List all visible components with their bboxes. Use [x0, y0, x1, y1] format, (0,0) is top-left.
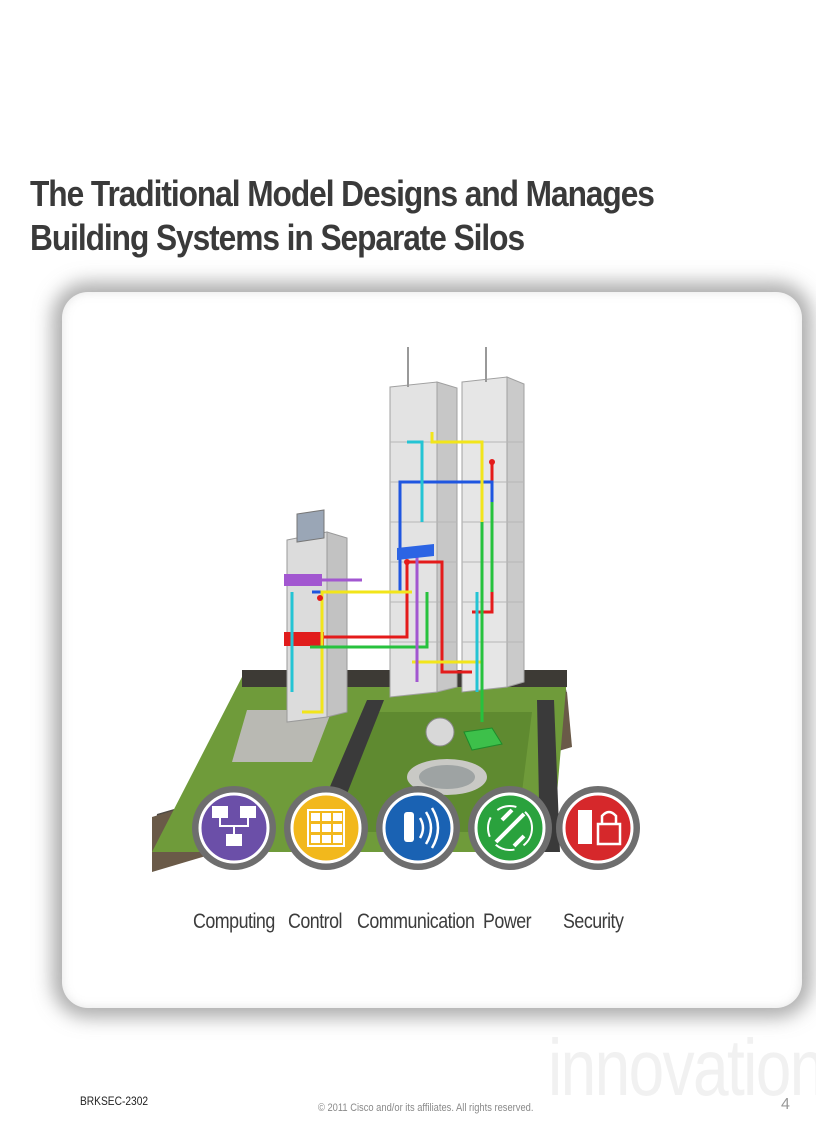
label-computing: Computing: [193, 910, 275, 933]
control-icon: [284, 786, 368, 870]
green-box: [463, 727, 503, 751]
communication-icon: [376, 786, 460, 870]
wiring-purple: [297, 552, 419, 682]
silo-icons: [192, 786, 640, 870]
solar-panels: [296, 509, 325, 543]
wiring-cyan: [290, 440, 479, 692]
session-code: BRKSEC-2302: [80, 1094, 149, 1108]
copyright-notice: © 2011 Cisco and/or its affiliates. All …: [318, 1102, 534, 1114]
security-icon: [556, 786, 640, 870]
blue-panel: [397, 544, 434, 560]
page-number: 4: [781, 1096, 790, 1113]
label-control: Control: [288, 910, 342, 933]
slide-title: The Traditional Model Designs and Manage…: [30, 172, 655, 260]
wiring-yellow: [302, 432, 484, 714]
silo-labels: Computing Control Communication Power Se…: [0, 910, 816, 940]
power-icon: [468, 786, 552, 870]
tower-left: [389, 381, 438, 698]
tower-right: [461, 376, 508, 693]
computing-icon: [192, 786, 276, 870]
label-power: Power: [483, 910, 532, 933]
innovation-watermark: innovation: [548, 1023, 816, 1112]
building-systems-illustration: [152, 347, 572, 872]
title-line-2: Building Systems in Separate Silos: [30, 217, 525, 258]
label-communication: Communication: [357, 910, 475, 933]
title-line-1: The Traditional Model Designs and Manage…: [30, 173, 655, 214]
label-security: Security: [563, 910, 624, 933]
satellite-dish: [425, 717, 455, 747]
plaza: [232, 710, 332, 762]
wiring-green: [310, 502, 494, 722]
